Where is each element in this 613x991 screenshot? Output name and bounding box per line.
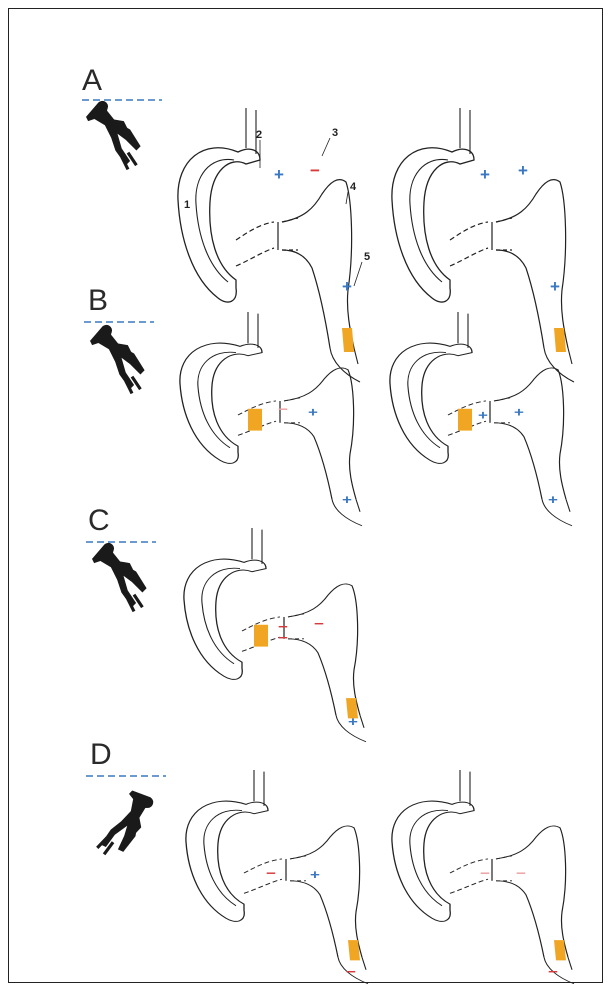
sign-plus: + [550,277,560,296]
sign-minus: − [266,866,276,881]
sign-minus: − [480,866,490,881]
sign-minus: − [278,631,288,646]
plug-marker [554,328,566,352]
sign-minus: − [346,965,356,980]
sign-plus: + [514,405,524,420]
panel-letter-a: A [82,64,102,97]
ear-diagram-c1: − − − + [184,528,366,742]
ear-diagram-d2: − − − [392,770,574,984]
sign-plus: + [480,165,490,184]
sign-minus: − [314,617,324,632]
sign-plus: + [348,715,358,730]
sign-minus: − [310,161,320,180]
plug-marker [554,940,566,960]
sign-plus: + [478,408,488,423]
sign-plus: + [518,161,528,180]
sign-plus: + [308,405,318,420]
diver-icon [90,325,145,394]
diver-icon [83,785,166,860]
sign-minus: − [278,402,288,417]
sign-minus: − [548,965,558,980]
sign-plus: + [342,493,352,508]
sign-plus: + [342,277,352,296]
earplug-marker [248,409,262,431]
label-4: 4 [350,181,357,193]
panel-letter-c: C [88,504,110,537]
label-5: 5 [364,251,370,263]
ear-diagram-a2: + + + [392,108,574,382]
sign-plus: + [310,868,320,883]
plug-marker [342,328,354,352]
ear-diagram-b2: + + + [390,312,572,526]
sign-plus: + [548,493,558,508]
label-2: 2 [256,129,262,141]
diver-icon [92,543,147,612]
panel-letter-b: B [88,284,108,317]
label-3: 3 [332,127,338,139]
earplug-marker [458,409,472,431]
panel-letter-d: D [90,738,112,771]
label-1: 1 [184,199,190,211]
diver-icon [86,101,141,170]
sign-plus: + [274,165,284,184]
ear-diagram-a1: 1 2 3 4 5 + − + [178,108,370,382]
ear-diagram-b1: − + + [180,312,362,526]
sign-minus: − [516,866,526,881]
ear-diagram-d1: − + − [186,770,368,984]
earplug-marker [254,625,268,647]
plug-marker [348,940,360,960]
